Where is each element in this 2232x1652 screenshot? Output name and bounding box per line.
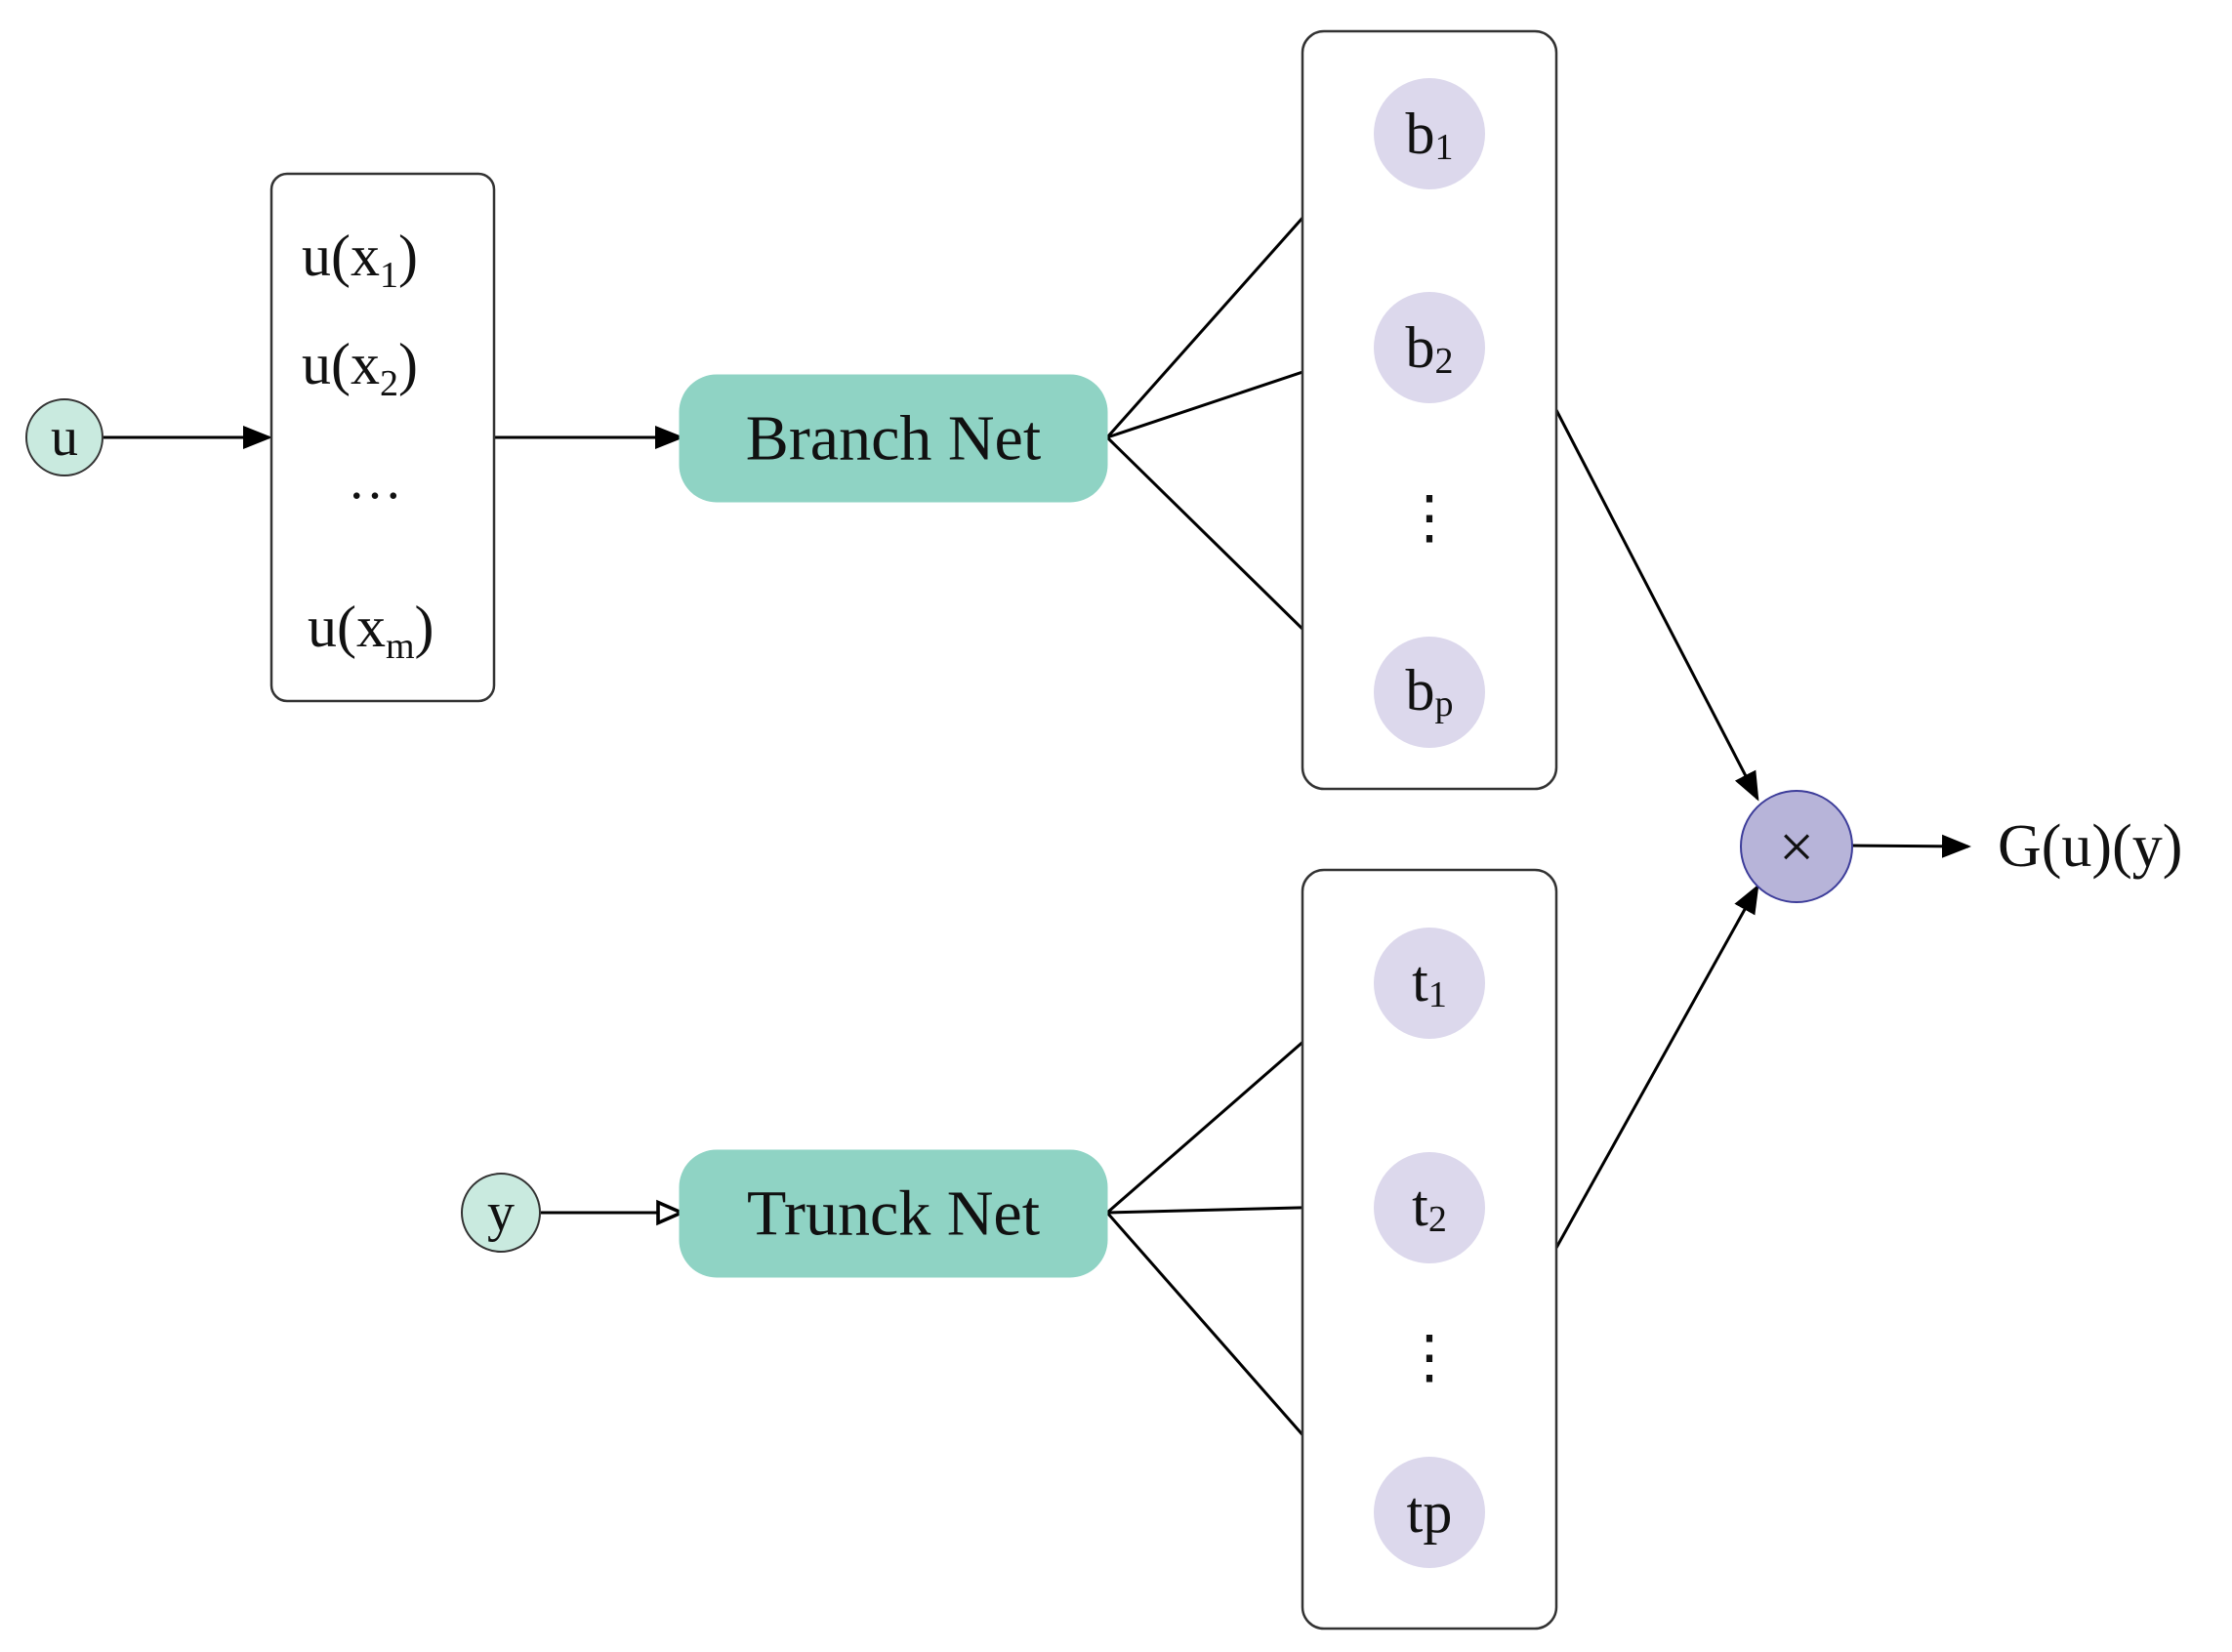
input-y-node: y — [461, 1173, 541, 1253]
sample-row-1-sub: 1 — [380, 255, 398, 296]
bp-sub: p — [1435, 683, 1454, 724]
b2-label: b2 — [1406, 315, 1454, 382]
trunk-vertical-ellipsis: ⋮ — [1400, 1325, 1459, 1389]
input-u-node: u — [25, 398, 103, 476]
b1-sub: 1 — [1435, 127, 1454, 168]
input-y-label: y — [487, 1182, 515, 1243]
sample-ellipsis: … — [348, 450, 402, 511]
sample-box-frame — [269, 172, 496, 703]
bp-node — [1374, 637, 1485, 748]
b1-base: b — [1406, 102, 1435, 166]
sample-row-1: u(x1) — [302, 224, 418, 296]
input-u-label: u — [51, 407, 78, 468]
product-node — [1740, 790, 1853, 903]
edge-branch-box-to-product — [1554, 409, 1759, 802]
b2-node — [1374, 292, 1485, 403]
t1-base: t — [1412, 949, 1428, 1013]
input-u-circle — [25, 398, 103, 476]
trunk-net: Trunck Net — [679, 1149, 1108, 1278]
input-y-circle — [461, 1173, 541, 1253]
tp-node — [1374, 1457, 1485, 1568]
sample-box: u(x1) u(x2) … u(xm) — [269, 172, 496, 703]
tp-base: tp — [1407, 1480, 1453, 1545]
t1-label: t1 — [1412, 949, 1447, 1015]
edge-trunk-box-to-product — [1554, 884, 1759, 1249]
b2-base: b — [1406, 315, 1435, 380]
sample-row-m-sub: m — [386, 626, 415, 667]
b1-node — [1374, 78, 1485, 189]
branch-vertical-ellipsis: ⋮ — [1400, 485, 1459, 550]
output-label: G(u)(y) — [1998, 813, 2182, 880]
b1-label: b1 — [1406, 102, 1454, 168]
tp-label: tp — [1407, 1480, 1453, 1545]
sample-row-2-base: u(x — [302, 332, 380, 396]
branch-net: Branch Net — [679, 374, 1108, 503]
b2-sub: 2 — [1435, 341, 1454, 382]
sample-row-2-close: ) — [398, 332, 418, 396]
t1-sub: 1 — [1428, 974, 1447, 1015]
bp-label: bp — [1406, 658, 1454, 724]
t2-base: t — [1412, 1174, 1428, 1238]
branch-output-box: b1 b2 ⋮ bp — [1301, 29, 1558, 791]
sample-row-1-base: u(x — [302, 224, 380, 288]
branch-output-frame — [1301, 29, 1558, 791]
trunk-net-label: Trunck Net — [747, 1178, 1040, 1250]
sample-row-2: u(x2) — [302, 332, 418, 404]
t1-node — [1374, 928, 1485, 1039]
sample-row-m: u(xm) — [308, 595, 434, 667]
edge-product-to-output — [1850, 834, 1971, 858]
t2-node — [1374, 1152, 1485, 1263]
trunk-net-block — [679, 1149, 1108, 1278]
sample-row-m-close: ) — [415, 595, 434, 659]
branch-net-block — [679, 374, 1108, 503]
branch-net-label: Branch Net — [746, 403, 1041, 475]
t2-sub: 2 — [1428, 1199, 1447, 1240]
sample-row-2-sub: 2 — [380, 363, 398, 404]
product-operator: × — [1740, 790, 1853, 903]
sample-row-m-base: u(x — [308, 595, 386, 659]
sample-row-1-close: ) — [398, 224, 418, 288]
trunk-output-box: t1 t2 ⋮ tp — [1301, 868, 1558, 1631]
bp-base: b — [1406, 658, 1435, 723]
multiply-icon: × — [1779, 812, 1814, 882]
edges — [103, 134, 1971, 1507]
t2-label: t2 — [1412, 1174, 1447, 1240]
